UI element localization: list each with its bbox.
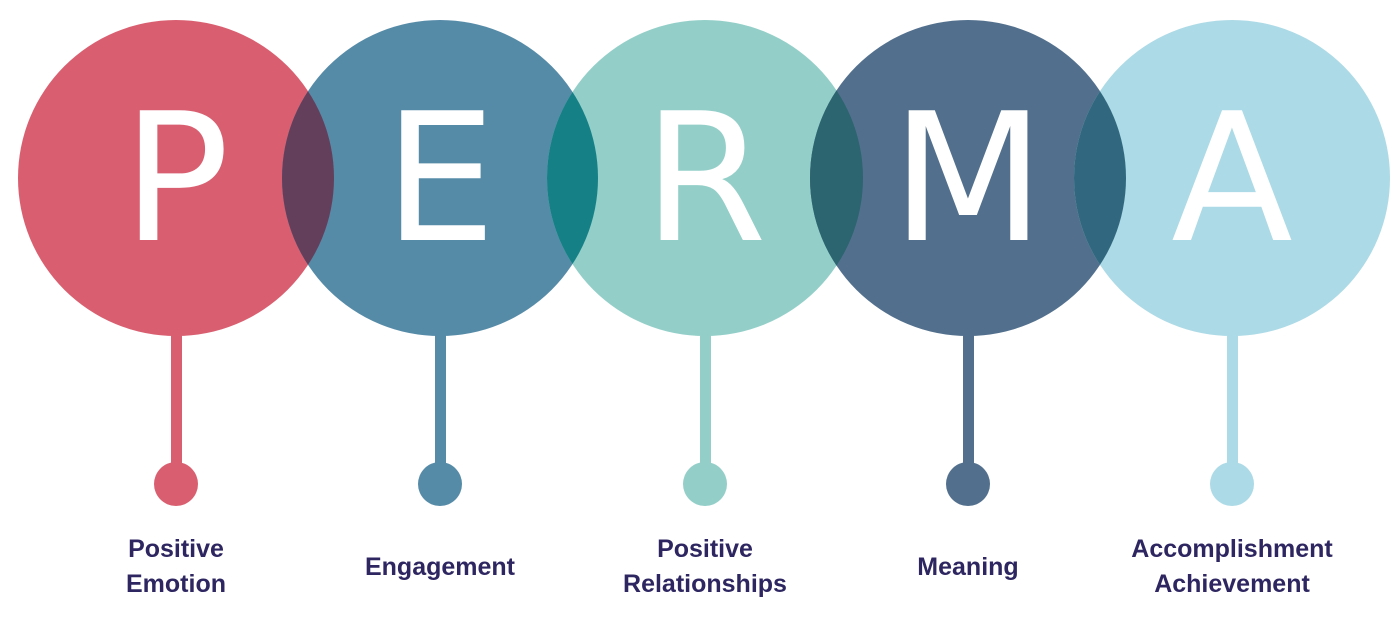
pillar-label-line: Meaning: [917, 553, 1019, 581]
connector-line: [699, 332, 711, 470]
pillar-label-line: Positive: [128, 535, 224, 563]
letter-a: A: [1171, 75, 1293, 282]
connector-dot: [683, 462, 727, 506]
circle-a: [1074, 20, 1390, 336]
pillar-label-line: Positive: [657, 535, 753, 563]
pillar-label-line: Relationships: [623, 570, 787, 598]
pillar-label-line: Engagement: [364, 553, 516, 581]
pillar-label-line: Emotion: [126, 570, 226, 598]
connector-line: [434, 332, 446, 470]
pillar-label: Meaning: [838, 550, 1098, 585]
connector-dot: [418, 462, 462, 506]
circle-e: [282, 20, 598, 336]
circle-r: [547, 20, 863, 336]
letter-p: P: [122, 75, 229, 282]
letter-r: R: [643, 75, 767, 282]
letter-e: E: [384, 75, 496, 282]
pillar-label-line: Achievement: [1154, 570, 1310, 598]
connector-dot: [154, 462, 198, 506]
circle-p: [18, 20, 334, 336]
pillar-label: Engagement: [310, 550, 570, 585]
connector-dot: [1210, 462, 1254, 506]
letter-m: M: [891, 75, 1045, 282]
connector-line: [170, 332, 182, 470]
circle-m: [810, 20, 1126, 336]
connector-line: [1226, 332, 1238, 470]
pillar-label-line: Accomplishment: [1131, 535, 1333, 563]
connector-line: [962, 332, 974, 470]
connector-dot: [946, 462, 990, 506]
